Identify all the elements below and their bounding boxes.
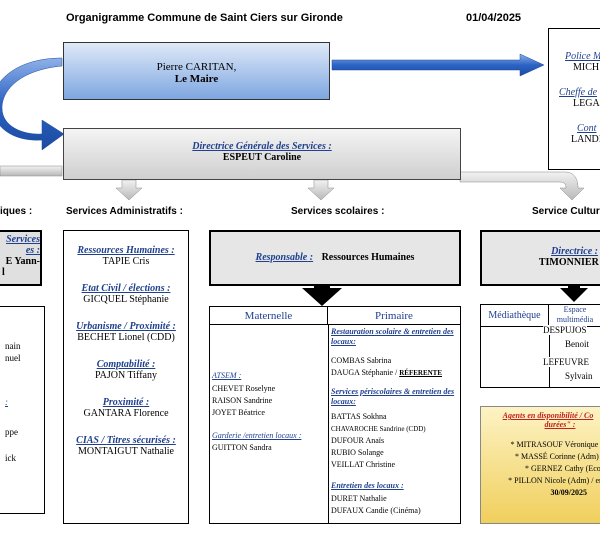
culture-table: Médiathèque Espace multimédia DESPUJOS B… <box>480 304 600 388</box>
dispo-box: Agents en disponibilité / Co durées" : *… <box>480 406 600 524</box>
left-list-box: nain nuel : ppe ick <box>0 306 45 514</box>
culture-dir-name: TIMONNIER A <box>538 257 600 268</box>
cheffe-label: Cheffe de <box>559 87 598 98</box>
admin-label: Urbanisme / Proximité <box>76 321 171 332</box>
culture-person: Benoit <box>565 339 589 349</box>
admin-box: Ressources Humaines : TAPIE Cris Etat Ci… <box>63 230 189 524</box>
admin-name: GICQUEL Stéphanie <box>83 294 169 305</box>
left-item: nuel <box>5 353 21 363</box>
admin-item: Comptabilité : PAJON Tiffany <box>64 359 188 381</box>
culture-dir-label: Directrice : <box>551 246 598 257</box>
dispo-list: * MITRASOUF Véronique ( * MASSÉ Corinne … <box>493 439 600 499</box>
admin-label: Ressources Humaines <box>77 245 169 256</box>
culture-person: LEFEUVRE <box>543 357 589 367</box>
dispo-date: 30/09/2025 <box>550 488 587 497</box>
page-date: 01/04/2025 <box>466 12 522 24</box>
espace-header: Espace multimédia <box>549 305 600 327</box>
resp-label: Responsable <box>255 252 308 263</box>
garderie-list: GUITTON Sandra <box>212 443 272 452</box>
admin-gray-arrow <box>115 179 143 201</box>
culture-dir-box: Directrice : TIMONNIER A <box>480 230 600 286</box>
culture-person: DESPUJOS <box>543 325 587 335</box>
resto-label: Restauration scolaire & entretien des lo… <box>331 327 454 346</box>
dgs-box: Directrice Générale des Services : ESPEU… <box>63 128 461 180</box>
dgs-title: Directrice Générale des Services : <box>192 141 332 152</box>
scolaires-black-arrow <box>302 278 342 306</box>
atsem-list: CHEVET Roselyne RAISON Sandrine JOYET Bé… <box>212 384 276 417</box>
culture-gray-arrow <box>459 171 585 201</box>
scolaires-table: Maternelle Primaire ATSEM : CHEVET Rosel… <box>209 306 461 524</box>
section-admin-title: Services Administratifs : <box>66 206 183 217</box>
section-culture-title: Service Cultur <box>532 206 600 217</box>
admin-item: Etat Civil / élections : GICQUEL Stéphan… <box>64 283 188 305</box>
admin-name: MONTAIGUT Nathalie <box>78 446 174 457</box>
resp-value: Ressources Humaines <box>321 252 415 263</box>
section-left-title: iques : <box>0 206 33 217</box>
cont-name: LANDI <box>571 134 600 145</box>
referente-badge: RÉFERENTE <box>399 369 443 377</box>
left-gray-bar <box>0 165 63 177</box>
admin-item: Urbanisme / Proximité : BECHET Lionel (C… <box>64 321 188 343</box>
maire-name: Pierre CARITAN, <box>156 61 237 73</box>
admin-item: Ressources Humaines : TAPIE Cris <box>64 245 188 267</box>
scolaires-gray-arrow <box>307 179 335 201</box>
maternelle-header: Maternelle <box>210 307 328 325</box>
culture-black-arrow <box>560 276 588 302</box>
left-item: nain <box>5 341 21 351</box>
police-name: MICH <box>573 62 600 73</box>
cheffe-name: LEGA <box>573 98 600 109</box>
admin-item: Proximité : GANTARA Florence <box>64 397 188 419</box>
admin-name: BECHET Lionel (CDD) <box>77 332 175 343</box>
ent-label: Entretien des locaux : <box>331 481 404 490</box>
dispo-title: Agents en disponibilité / Co <box>502 411 594 420</box>
ent-list: DURET Nathalie DUFAUX Candie (Cinéma) <box>331 494 421 515</box>
maire-role: Le Maire <box>174 73 219 85</box>
left-service-box: Services es : E Yann- l <box>0 230 42 286</box>
admin-label2: Titres sécurisés <box>106 435 170 446</box>
primaire-header: Primaire <box>328 307 460 325</box>
admin-label: Proximité <box>102 397 144 408</box>
left-box-line3: E Yann- <box>5 256 40 267</box>
culture-person: Sylvain <box>565 371 593 381</box>
right-blue-arrow <box>331 53 545 77</box>
admin-label: Etat Civil / élections <box>81 283 165 294</box>
left-box-line4: l <box>2 267 5 278</box>
section-scolaires-title: Services scolaires : <box>291 206 385 217</box>
curved-blue-arrow <box>0 57 65 151</box>
admin-label: CIAS <box>76 435 99 446</box>
atsem-label: ATSEM : <box>212 371 242 380</box>
left-item: : <box>5 397 8 407</box>
admin-name: TAPIE Cris <box>102 256 150 267</box>
peri-label: Services périscolaires & entretien des l… <box>331 387 455 406</box>
admin-name: PAJON Tiffany <box>95 370 157 381</box>
scolaires-resp-box: Responsable : Ressources Humaines <box>209 230 461 286</box>
garderie-label: Garderie /entretien locaux : <box>212 431 302 440</box>
left-item: ppe <box>5 427 18 437</box>
left-box-line2: es : <box>25 245 40 256</box>
police-label: Police M <box>565 51 600 62</box>
left-box-line1: Services <box>6 234 40 245</box>
admin-item: CIAS / Titres sécurisés : MONTAIGUT Nath… <box>64 435 188 457</box>
resto-list: COMBAS Sabrina DAUGA Stéphanie / RÉFEREN… <box>331 356 443 377</box>
left-item: ick <box>5 453 16 463</box>
admin-label: Comptabilité <box>96 359 150 370</box>
dispo-title2: durées" : <box>544 420 576 429</box>
dgs-name: ESPEUT Caroline <box>222 152 302 163</box>
peri-list: BATTAS Sokhna CHAVAROCHE Sandrine (CDD) … <box>331 412 426 469</box>
maire-box: Pierre CARITAN, Le Maire <box>63 42 330 100</box>
right-top-box: Police M MICH Cheffe de LEGA Cont LANDI <box>548 28 600 170</box>
admin-name: GANTARA Florence <box>83 408 169 419</box>
cont-label: Cont <box>577 123 597 134</box>
page-title: Organigramme Commune de Saint Ciers sur … <box>66 12 343 24</box>
mediatheque-header: Médiathèque <box>481 305 549 327</box>
